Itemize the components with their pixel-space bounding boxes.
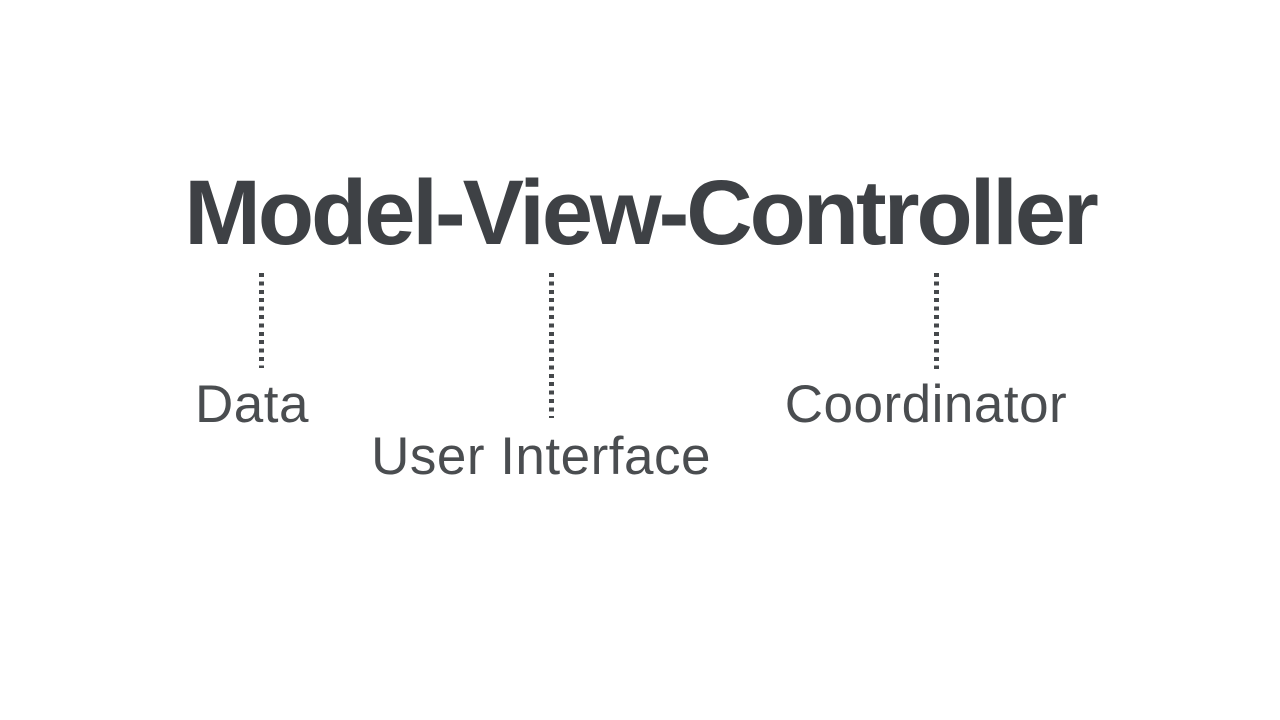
model-meaning-label: Data: [195, 375, 309, 434]
model-dotted-connector-line: [259, 273, 264, 368]
view-dotted-connector-line: [549, 273, 554, 418]
controller-dotted-connector-line: [934, 273, 939, 369]
page-title: Model-View-Controller: [184, 162, 1099, 264]
view-meaning-label: User Interface: [371, 427, 711, 486]
controller-meaning-label: Coordinator: [784, 375, 1068, 434]
